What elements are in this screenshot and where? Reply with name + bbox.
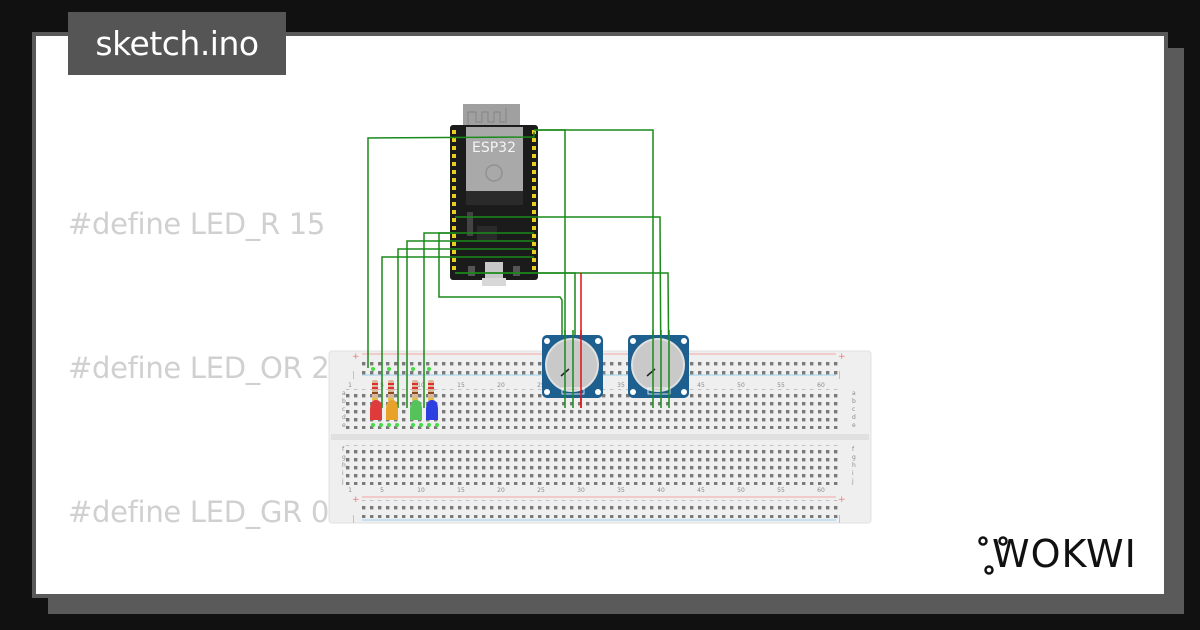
- svg-text:a: a: [852, 390, 856, 397]
- svg-text:1: 1: [348, 382, 352, 389]
- led-leg-markers: [371, 367, 439, 427]
- svg-text:g: g: [342, 454, 346, 461]
- svg-text:50: 50: [737, 382, 745, 389]
- file-tab[interactable]: sketch.ino: [68, 12, 286, 75]
- svg-text:d: d: [342, 414, 346, 421]
- svg-text:j: j: [851, 478, 854, 485]
- svg-text:35: 35: [617, 487, 625, 494]
- led-orange[interactable]: [386, 380, 398, 420]
- svg-text:30: 30: [577, 487, 585, 494]
- svg-text:+: +: [352, 495, 360, 505]
- svg-text:40: 40: [657, 487, 665, 494]
- preview-panel: #define LED_R 15 #define LED_OR 2 #defin…: [32, 32, 1168, 598]
- code-line: #define LED_OR 2: [68, 351, 330, 385]
- wire: [534, 129, 654, 392]
- led-blue[interactable]: [426, 380, 438, 420]
- svg-text:60: 60: [817, 487, 825, 494]
- svg-text:h: h: [852, 462, 856, 469]
- svg-text:50: 50: [737, 487, 745, 494]
- wokwi-logo-text: WOKWI: [992, 532, 1137, 576]
- potentiometer-2[interactable]: [628, 335, 689, 398]
- svg-text:45: 45: [697, 382, 705, 389]
- svg-text:c: c: [852, 406, 855, 413]
- svg-text:1: 1: [348, 487, 352, 494]
- svg-text:i: i: [852, 470, 854, 477]
- svg-text:b: b: [342, 398, 346, 405]
- wire: [423, 232, 534, 408]
- svg-text:10: 10: [417, 382, 425, 389]
- esp32-label: ESP32: [472, 140, 516, 156]
- row-labels: a b c d e a b c d e f g h i j f g h i j: [341, 390, 856, 485]
- code-line: #define LED_GR 0: [68, 495, 330, 529]
- rail-minus-label: |: [838, 370, 841, 379]
- espressif-logo-icon: [485, 164, 503, 182]
- svg-text:f: f: [852, 446, 855, 453]
- svg-text:e: e: [852, 422, 856, 429]
- svg-text:60: 60: [817, 382, 825, 389]
- rail-minus-label: |: [352, 370, 355, 379]
- svg-text:b: b: [852, 398, 856, 405]
- svg-text:25: 25: [537, 382, 545, 389]
- svg-text:35: 35: [617, 382, 625, 389]
- wokwi-logo: WOKWI: [978, 532, 1137, 576]
- code-preview: #define LED_R 15 #define LED_OR 2 #defin…: [68, 104, 831, 594]
- svg-text:g: g: [852, 454, 856, 461]
- led-red[interactable]: [370, 380, 382, 420]
- svg-text:25: 25: [537, 487, 545, 494]
- svg-text:15: 15: [457, 487, 465, 494]
- rail-plus-label: +: [838, 352, 846, 362]
- svg-text:j: j: [341, 478, 344, 485]
- wire: [381, 256, 534, 408]
- column-numbers-bottom: 1 5 10 15 20 25 30 35 40 45 50 55 60: [348, 487, 825, 494]
- svg-text:5: 5: [380, 487, 384, 494]
- svg-text:55: 55: [777, 487, 785, 494]
- svg-text:20: 20: [497, 487, 505, 494]
- svg-text:20: 20: [497, 382, 505, 389]
- svg-text:f: f: [342, 446, 345, 453]
- wire: [367, 132, 535, 368]
- svg-text:e: e: [342, 422, 346, 429]
- rail-plus-label: +: [352, 352, 360, 362]
- svg-text:c: c: [342, 406, 345, 413]
- svg-text:10: 10: [417, 487, 425, 494]
- esp32-board[interactable]: ESP32: [450, 104, 538, 286]
- led-green[interactable]: [410, 380, 422, 420]
- wire: [397, 248, 534, 408]
- breadboard: + + | | 1 5 10 15 20 25 30 35 40 45 50 5…: [328, 350, 872, 524]
- svg-text:a: a: [342, 390, 346, 397]
- svg-text:45: 45: [697, 487, 705, 494]
- code-line: #define LED_R 15: [68, 207, 326, 241]
- svg-text:+: +: [838, 495, 846, 505]
- wire: [406, 240, 534, 408]
- svg-text:15: 15: [457, 382, 465, 389]
- svg-text:i: i: [342, 470, 344, 477]
- svg-text:|: |: [838, 514, 841, 523]
- svg-text:h: h: [342, 462, 346, 469]
- svg-text:|: |: [352, 514, 355, 523]
- svg-text:d: d: [852, 414, 856, 421]
- svg-text:55: 55: [777, 382, 785, 389]
